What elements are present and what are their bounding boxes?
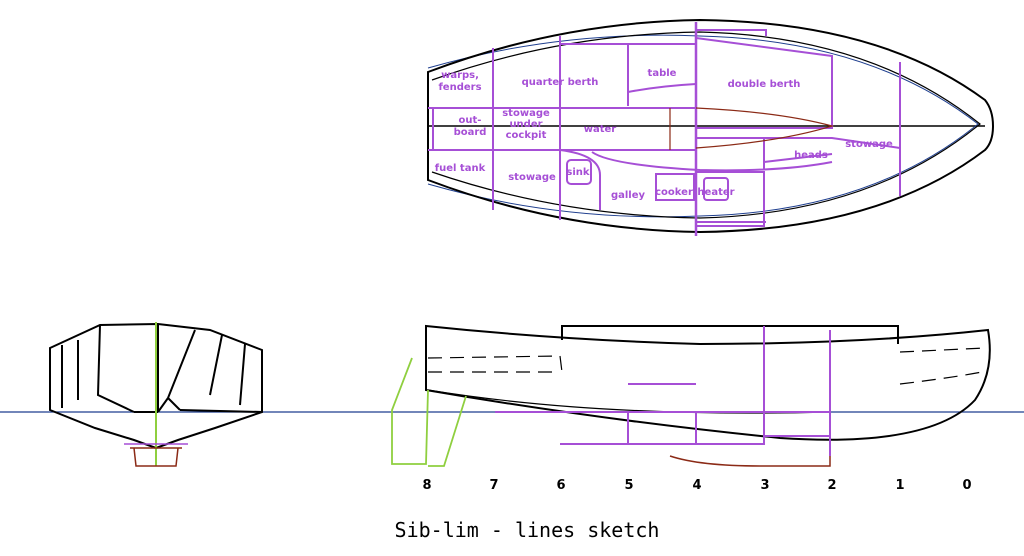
label-table: table (648, 68, 677, 79)
plan-keel-outline (669, 107, 835, 150)
profile-view (391, 324, 991, 467)
heads-outline (763, 138, 833, 170)
outboard-well (432, 107, 494, 151)
cooker-outline (655, 173, 695, 201)
station-6: 6 (556, 478, 565, 493)
label-stowage-cockpit-3: cockpit (506, 130, 547, 141)
label-stowage-cockpit-2: under (509, 119, 542, 130)
label-galley: galley (611, 190, 646, 201)
station-numbers: 8 7 6 5 4 3 2 1 0 (422, 478, 971, 493)
label-stowage-cockpit-1: stowage (502, 108, 550, 119)
heater-bay (696, 171, 765, 227)
profile-bow-dashed-2 (899, 371, 983, 385)
profile-chine (427, 389, 831, 414)
station-8: 8 (422, 478, 431, 493)
label-stowage-bow: stowage (845, 139, 893, 150)
station-7: 7 (489, 478, 498, 493)
profile-rudder (391, 357, 467, 467)
label-stowage-aft: stowage (508, 172, 556, 183)
heater-outline (703, 177, 729, 201)
body-section-view (49, 322, 263, 467)
label-quarter-berth: quarter berth (522, 77, 599, 88)
label-water: water (584, 124, 617, 135)
plan-accommodation (428, 22, 901, 236)
label-sink: sink (566, 167, 589, 178)
plan-waterline (427, 34, 979, 218)
station-0: 0 (962, 478, 971, 493)
plan-hull-outline (427, 18, 995, 234)
double-berth-outline (695, 29, 833, 129)
heads-bulkhead (696, 137, 901, 149)
profile-coaming-dashed (427, 355, 561, 359)
label-fuel-tank: fuel tank (435, 163, 486, 174)
section-stbd-floor (157, 397, 181, 413)
drawing-title: Sib-lim - lines sketch (395, 518, 660, 542)
station-4: 4 (692, 478, 701, 493)
station-2: 2 (827, 478, 836, 493)
profile-cockpit-dashed (428, 355, 563, 373)
label-outboard-1: out- (459, 115, 482, 126)
profile-hull-outline (425, 324, 991, 441)
label-heater: heater (697, 187, 734, 198)
label-double-berth: double berth (728, 79, 801, 90)
station-5: 5 (624, 478, 633, 493)
plan-deck-line (431, 31, 981, 219)
section-stbd-lines (167, 329, 263, 413)
table-outline (560, 43, 697, 106)
profile-cabin-top (561, 325, 899, 344)
station-1: 1 (895, 478, 904, 493)
station-3: 3 (760, 478, 769, 493)
label-outboard-2: board (454, 127, 487, 138)
label-fenders: fenders (438, 82, 481, 93)
galley-edge (559, 149, 601, 210)
galley-counter (591, 151, 833, 172)
profile-accommodation (495, 326, 831, 456)
label-heads: heads (794, 150, 828, 161)
label-cooker: cooker (655, 187, 693, 198)
section-port-lines (61, 324, 135, 413)
profile-bow-dashed-1 (899, 347, 986, 353)
section-keel (130, 447, 182, 467)
plan-view: warps, fenders quarter berth table doubl… (427, 18, 995, 236)
profile-sole (560, 435, 830, 445)
label-warps: warps, (441, 70, 479, 81)
section-centre (134, 324, 159, 413)
profile-keel (669, 455, 831, 467)
sink-outline (566, 159, 592, 185)
